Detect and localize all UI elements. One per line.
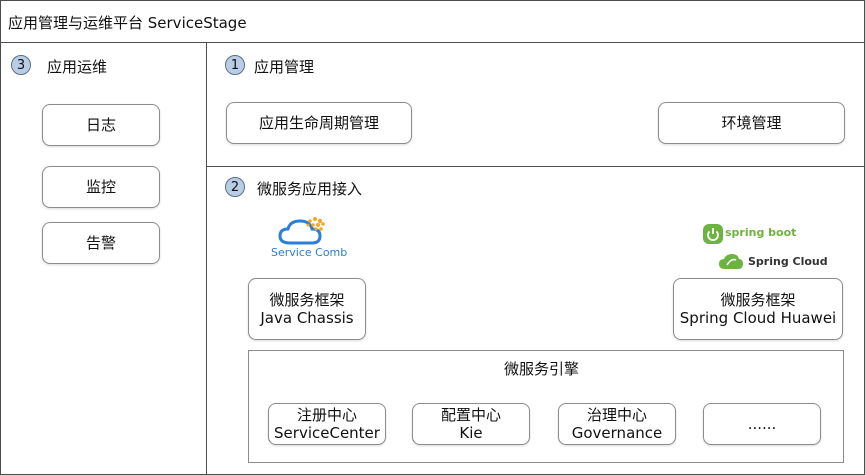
spring-boot-logo: spring boot [703, 223, 797, 245]
monitoring-box: 监控 [42, 166, 160, 208]
header-divider [0, 42, 865, 43]
java-chassis-line1: 微服务框架 [269, 291, 345, 309]
logs-label: 日志 [85, 116, 116, 134]
alarm-box: 告警 [42, 222, 160, 264]
app-mgmt-number-badge: 1 [225, 55, 245, 75]
spring-cloud-logo: Spring Cloud [718, 252, 828, 272]
environment-box: 环境管理 [658, 102, 845, 144]
kie-box: 配置中心 Kie [412, 403, 530, 445]
microservice-section-title: 微服务应用接入 [257, 180, 363, 198]
ops-section-title: 应用运维 [47, 58, 108, 76]
monitoring-label: 监控 [85, 178, 116, 196]
spring-boot-logo-text: spring boot [725, 226, 797, 239]
spring-cloud-icon [719, 254, 743, 269]
spring-cloud-huawei-line1: 微服务框架 [720, 291, 796, 309]
governance-line2: Governance [571, 424, 663, 442]
servicecomb-cloud-icon [278, 217, 325, 245]
service-center-box: 注册中心 ServiceCenter [268, 403, 386, 445]
microservice-engine-title: 微服务引擎 [504, 360, 580, 378]
more-box: ...... [703, 403, 821, 445]
row-divider [206, 166, 865, 167]
governance-line1: 治理中心 [586, 406, 647, 424]
more-label: ...... [747, 415, 777, 433]
environment-label: 环境管理 [721, 114, 782, 132]
servicecomb-logo-text: Service Comb [271, 246, 348, 259]
governance-box: 治理中心 Governance [558, 403, 676, 445]
servicecomb-logo: Service Comb [270, 216, 350, 264]
spring-cloud-huawei-line2: Spring Cloud Huawei [679, 309, 837, 327]
alarm-label: 告警 [85, 234, 116, 252]
service-center-line1: 注册中心 [296, 406, 357, 424]
spring-boot-power-icon [703, 224, 723, 244]
column-divider [206, 42, 207, 475]
ops-number-badge: 3 [11, 55, 31, 75]
java-chassis-box: 微服务框架 Java Chassis [248, 278, 366, 340]
lifecycle-label: 应用生命周期管理 [258, 114, 379, 132]
microservice-number-badge: 2 [225, 177, 245, 197]
lifecycle-box: 应用生命周期管理 [226, 102, 412, 144]
service-center-line2: ServiceCenter [274, 424, 380, 442]
java-chassis-line2: Java Chassis [260, 309, 354, 327]
kie-line1: 配置中心 [440, 406, 501, 424]
kie-line2: Kie [459, 424, 483, 442]
app-mgmt-section-title: 应用管理 [254, 58, 315, 76]
spring-cloud-huawei-box: 微服务框架 Spring Cloud Huawei [673, 278, 843, 340]
spring-cloud-logo-text: Spring Cloud [748, 255, 828, 268]
logs-box: 日志 [42, 104, 160, 146]
platform-title: 应用管理与运维平台 ServiceStage [8, 14, 247, 32]
